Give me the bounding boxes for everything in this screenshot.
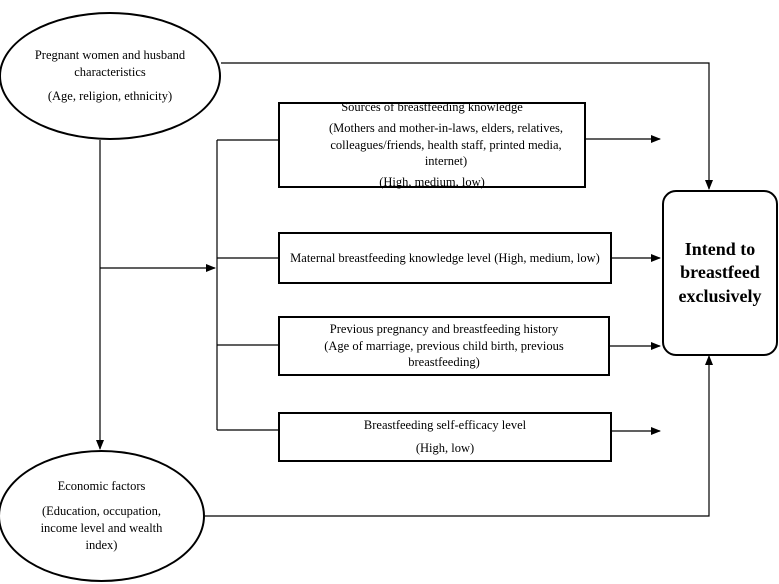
knowledge-title: Maternal breastfeeding knowledge level (… [290,250,600,265]
economic-factors-detail: (Education, occupation, income level and… [40,504,163,552]
outcome-title: Intend to breastfeed exclusively [678,238,762,306]
node-pregnant-women: Pregnant women and husband characteristi… [0,12,221,140]
efficacy-level: (High, low) [415,441,475,455]
sources-detail: (Mothers and mother-in-laws, elders, rel… [328,120,564,169]
pregnant-women-detail: (Age, religion, ethnicity) [47,89,173,104]
pregnant-women-title: Pregnant women and husband characteristi… [34,47,186,79]
node-maternal-knowledge: Maternal breastfeeding knowledge level (… [278,232,612,284]
arrow-economic-to-outcome [205,355,713,517]
efficacy-title: Breastfeeding self-efficacy level [363,418,527,433]
node-intend-exclusive-breastfeeding: Intend to breastfeed exclusively [662,190,778,356]
node-sources-of-knowledge: Sources of breastfeeding knowledge (Moth… [278,99,586,190]
node-self-efficacy: Breastfeeding self-efficacy level (High,… [278,412,612,462]
node-economic-factors: Economic factors (Education, occupation,… [0,450,205,582]
history-detail: (Age of marriage, previous child birth, … [324,338,564,370]
sources-level: (High, medium, low) [379,175,485,190]
history-title: Previous pregnancy and breastfeeding his… [329,321,559,336]
node-previous-history: Previous pregnancy and breastfeeding his… [278,316,610,376]
sources-title: Sources of breastfeeding knowledge [341,99,523,114]
arrow-pregnant-to-outcome [221,62,713,190]
economic-factors-title: Economic factors [57,479,146,494]
